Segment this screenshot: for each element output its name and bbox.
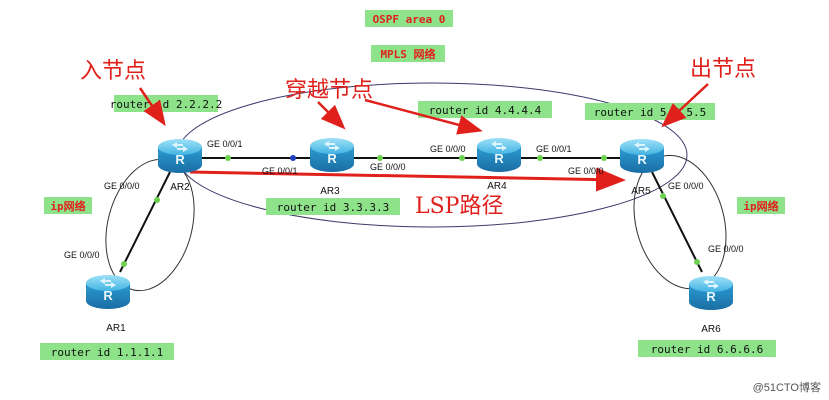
svg-text:router id 6.6.6.6: router id 6.6.6.6	[651, 343, 764, 356]
annotation-ingress: 入节点	[80, 59, 146, 84]
interface-label: GE 0/0/0	[64, 250, 100, 260]
router-ar5[interactable]	[620, 139, 664, 173]
device-name-ar6: AR6	[701, 324, 721, 335]
transit-arrow-1	[317, 101, 346, 130]
links	[119, 155, 703, 273]
port-dot	[121, 261, 127, 267]
port-dot	[694, 259, 700, 265]
ip-network-label-left: ip网络	[44, 197, 92, 214]
router-ar2[interactable]	[158, 139, 202, 173]
svg-text:MPLS 网络: MPLS 网络	[380, 47, 435, 61]
port-dot	[154, 197, 160, 203]
svg-text:router id 4.4.4.4: router id 4.4.4.4	[429, 104, 542, 117]
port-dot	[601, 155, 607, 161]
annotation-lsp-path: LSP路径	[415, 194, 503, 219]
device-name-ar5: AR5	[631, 186, 651, 197]
interface-label: GE 0/0/0	[668, 181, 704, 191]
svg-text:ip网络: ip网络	[743, 199, 778, 213]
router-id-ar5: router id 5.5.5.5	[585, 103, 715, 120]
port-dot	[537, 155, 543, 161]
interface-label: GE 0/0/0	[370, 162, 406, 172]
port-dot	[377, 155, 383, 161]
router-id-ar4: router id 4.4.4.4	[418, 101, 552, 118]
egress-arrow	[661, 83, 709, 128]
mpls-network-label: MPLS 网络	[371, 45, 445, 62]
annotation-egress: 出节点	[690, 57, 756, 82]
annotation-transit: 穿越节点	[285, 78, 373, 103]
interface-label: GE 0/0/1	[262, 166, 298, 176]
interface-label: GE 0/0/1	[536, 144, 572, 154]
svg-text:OSPF area 0: OSPF area 0	[373, 13, 446, 26]
device-name-ar3: AR3	[320, 186, 340, 197]
router-ar4[interactable]	[477, 138, 521, 172]
svg-text:ip网络: ip网络	[50, 199, 85, 213]
lsp-path-arrow	[189, 167, 626, 192]
ingress-arrow	[138, 87, 166, 127]
interface-label: GE 0/0/1	[207, 139, 243, 149]
device-name-ar2: AR2	[170, 182, 190, 193]
link-ar2-ar1	[119, 171, 171, 273]
port-dot	[660, 193, 666, 199]
router-id-ar2: router id 2.2.2.2	[110, 95, 223, 112]
router-id-ar1: router id 1.1.1.1	[40, 343, 174, 360]
ip-network-label-right: ip网络	[737, 197, 785, 214]
device-name-ar1: AR1	[106, 323, 126, 334]
interface-label: GE 0/0/0	[430, 144, 466, 154]
router-ar1[interactable]	[86, 275, 130, 309]
interface-label: GE 0/0/0	[104, 181, 140, 191]
svg-text:router id 3.3.3.3: router id 3.3.3.3	[277, 201, 390, 214]
transit-arrow-2	[364, 98, 483, 135]
port-dot	[225, 155, 231, 161]
device-name-ar4: AR4	[487, 181, 507, 192]
watermark: @51CTO博客	[753, 380, 821, 394]
port-dot	[290, 155, 296, 161]
ospf-area-label: OSPF area 0	[365, 10, 453, 27]
router-ar3[interactable]	[310, 138, 354, 172]
interface-label: GE 0/0/0	[708, 244, 744, 254]
router-id-ar3: router id 3.3.3.3	[266, 198, 400, 215]
router-id-ar6: router id 6.6.6.6	[638, 340, 776, 357]
port-dot	[459, 155, 465, 161]
svg-text:router id 1.1.1.1: router id 1.1.1.1	[51, 346, 164, 359]
interface-label: GE 0/0/0	[568, 166, 604, 176]
svg-text:router id 5.5.5.5: router id 5.5.5.5	[594, 106, 707, 119]
link-ar5-ar6	[651, 171, 703, 273]
svg-text:router id 2.2.2.2: router id 2.2.2.2	[110, 98, 223, 111]
router-ar6[interactable]	[689, 276, 733, 310]
